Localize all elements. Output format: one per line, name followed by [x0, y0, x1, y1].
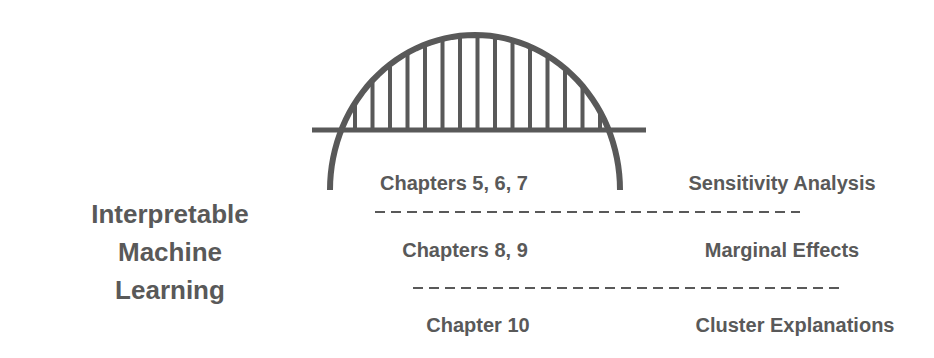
bridge-hanger	[371, 82, 375, 130]
method-name: Cluster Explanations	[696, 313, 895, 337]
bridge-hanger	[493, 38, 497, 130]
chapter-label: Chapter 10	[426, 313, 529, 337]
bridge-hanger	[423, 47, 427, 130]
bridge-hanger	[388, 66, 392, 130]
bridge-hanger	[528, 49, 532, 130]
cliff-shape	[585, 144, 934, 358]
bridge-hanger	[458, 38, 462, 130]
bridge-hanger	[511, 42, 515, 130]
text-slot: Chapter 10	[426, 313, 529, 337]
bridge-hangers	[355, 37, 600, 130]
right-cliff: Sensitivity AnalysisMarginal EffectsClus…	[583, 142, 934, 358]
divider-line	[413, 287, 840, 289]
text-slot: Marginal Effects	[705, 238, 859, 262]
text-slot: Chapters 8, 9	[402, 238, 528, 262]
divider-line	[375, 211, 800, 213]
cliff-shape	[12, 144, 357, 358]
text-slot: Interpretable Machine Learning	[68, 195, 273, 309]
bridge-deck	[312, 128, 646, 133]
method-name: Marginal Effects	[705, 238, 859, 262]
bridge-hanger	[476, 37, 480, 130]
text-slot: Cluster Explanations	[696, 313, 895, 337]
left-cliff: Interpretable Machine Learning	[10, 142, 358, 358]
bridge-hanger	[441, 41, 445, 130]
text-slot: Sensitivity Analysis	[688, 171, 875, 195]
chapter-label: Chapters 8, 9	[402, 238, 528, 262]
bridge-hanger	[406, 55, 410, 130]
bridge-hanger	[581, 88, 585, 130]
text-slot: Chapters 5, 6, 7	[380, 171, 528, 195]
chapter-label: Chapters 5, 6, 7	[380, 171, 528, 195]
topic-title: Interpretable Machine Learning	[68, 195, 273, 309]
method-name: Sensitivity Analysis	[688, 171, 875, 195]
bridge-hanger	[563, 70, 567, 130]
bridge-hanger	[546, 58, 550, 130]
bridge-arch	[330, 35, 620, 190]
